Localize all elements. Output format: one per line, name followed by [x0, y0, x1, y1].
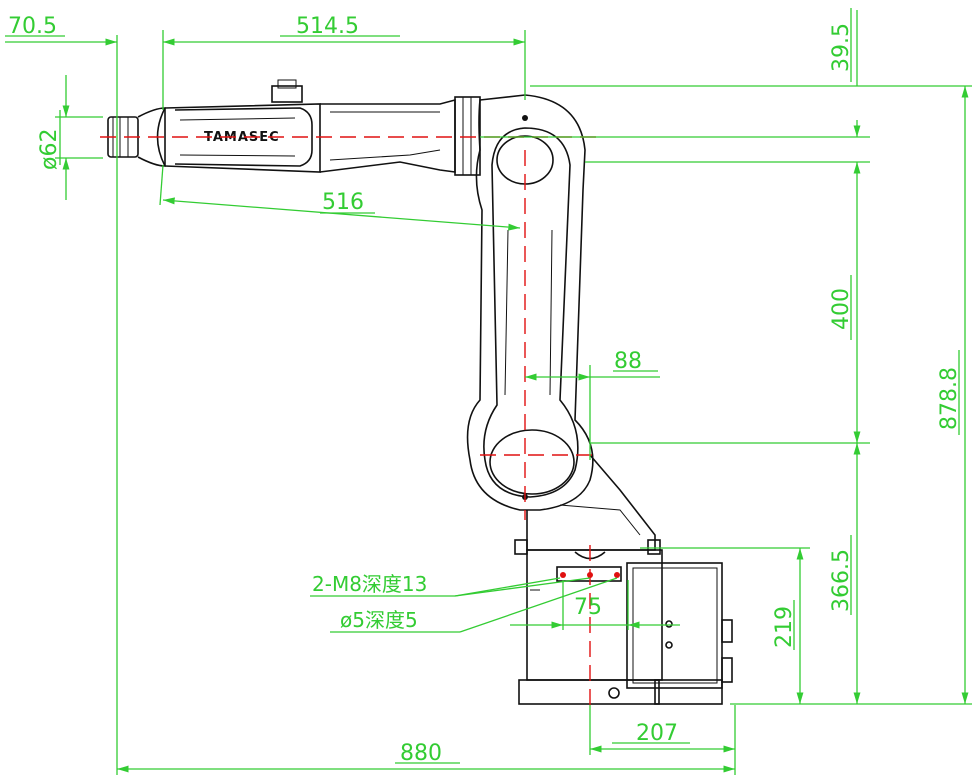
note-m8-holes: 2-M8深度13 [312, 572, 427, 596]
dim-400: 400 [829, 288, 854, 330]
dimension-labels: 70.5 514.5 516 88 75 207 880 ø62 39.5 40… [8, 14, 962, 766]
dim-75: 75 [574, 595, 602, 620]
dimension-lines [5, 8, 972, 775]
dim-514-5: 514.5 [296, 14, 359, 39]
brand-label: TAMASEC [204, 130, 280, 145]
dim-880: 880 [400, 741, 442, 766]
base [518, 549, 733, 705]
turret [514, 454, 661, 555]
dim-88: 88 [614, 349, 642, 374]
upper-arm [466, 94, 594, 511]
dim-366-5: 366.5 [829, 549, 854, 612]
dim-516: 516 [322, 190, 364, 215]
dim-219: 219 [772, 606, 797, 648]
robot-outline: TAMASEC [107, 79, 733, 705]
dim-62-diameter: ø62 [37, 129, 62, 170]
note-pin-hole: ø5深度5 [340, 608, 418, 632]
dim-39-5: 39.5 [829, 23, 854, 72]
dim-878-8: 878.8 [937, 367, 962, 430]
dim-207: 207 [636, 721, 678, 746]
dim-70-5: 70.5 [8, 14, 57, 39]
forearm [107, 79, 481, 176]
